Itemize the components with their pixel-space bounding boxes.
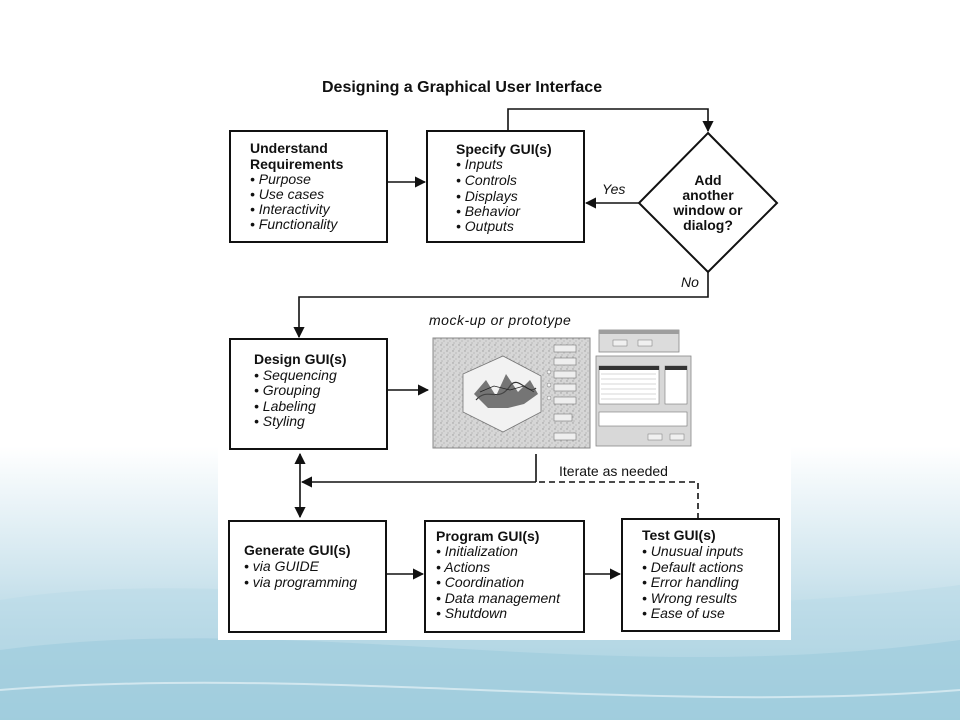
node-program-gui: Program GUI(s) • Initialization • Action… — [424, 520, 585, 633]
node-item: • Unusual inputs — [642, 543, 743, 559]
node-item: • via programming — [244, 574, 357, 590]
node-item: • Use cases — [250, 186, 324, 202]
node-item: • Sequencing — [254, 367, 337, 383]
mockup-radio-options — [546, 369, 552, 401]
arrow-decision-no — [293, 272, 709, 339]
node-item: • Wrong results — [642, 590, 737, 606]
node-item: • Functionality — [250, 216, 338, 232]
node-item: • Inputs — [456, 156, 503, 172]
mockup-side-buttons — [553, 344, 577, 441]
node-specify-gui: Specify GUI(s) • Inputs • Controls • Dis… — [426, 130, 585, 243]
node-title-line: Test GUI(s) — [642, 527, 716, 543]
node-item: • Controls — [456, 172, 517, 188]
node-item: • Behavior — [456, 203, 521, 219]
node-item: • Grouping — [254, 382, 321, 398]
decision-line: window or — [672, 202, 743, 218]
arrow-test-iterate-dashed — [536, 481, 699, 519]
mockup-plot-window — [432, 337, 591, 449]
node-item: • Labeling — [254, 398, 316, 414]
mockup-dialog-window — [595, 329, 692, 447]
node-design-gui: Design GUI(s) • Sequencing • Grouping • … — [229, 338, 388, 450]
connector-arrows — [293, 108, 714, 580]
decision-line: Add — [694, 172, 721, 188]
node-understand-requirements: Understand Requirements • Purpose • Use … — [229, 130, 388, 243]
mockup-surface-plot — [462, 355, 542, 433]
flowchart-figure: Designing a Graphical User Interface Und… — [218, 74, 791, 640]
edge-label-iterate: Iterate as needed — [559, 463, 668, 479]
arrow-specify-to-decision — [507, 108, 714, 133]
node-item: • Initialization — [436, 543, 518, 559]
node-generate-gui: Generate GUI(s) • via GUIDE • via progra… — [228, 520, 387, 633]
node-item: • via GUIDE — [244, 558, 320, 574]
node-item: • Data management — [436, 590, 561, 606]
node-item: • Actions — [436, 559, 490, 575]
edge-label-yes: Yes — [602, 181, 625, 197]
node-title-line: Generate GUI(s) — [244, 542, 351, 558]
node-item: • Ease of use — [642, 605, 725, 621]
node-test-gui: Test GUI(s) • Unusual inputs • Default a… — [621, 518, 780, 632]
node-title-line: Specify GUI(s) — [456, 141, 552, 157]
node-item: • Purpose — [250, 171, 311, 187]
node-item: • Coordination — [436, 574, 524, 590]
mockup-caption: mock-up or prototype — [429, 312, 571, 328]
node-item: • Styling — [254, 413, 305, 429]
node-title-line: Design GUI(s) — [254, 351, 347, 367]
node-item: • Interactivity — [250, 201, 331, 217]
node-item: • Outputs — [456, 218, 514, 234]
decision-line: another — [682, 187, 734, 203]
decision-line: dialog? — [683, 217, 733, 233]
node-decision-add-window: Add another window or dialog? — [637, 131, 779, 274]
node-item: • Displays — [456, 188, 518, 204]
diagram-title: Designing a Graphical User Interface — [322, 79, 602, 96]
node-title-line: Requirements — [250, 156, 344, 172]
node-title-line: Understand — [250, 140, 328, 156]
node-title-line: Program GUI(s) — [436, 528, 539, 544]
node-item: • Error handling — [642, 574, 739, 590]
edge-label-no: No — [681, 274, 699, 290]
node-item: • Shutdown — [436, 605, 507, 621]
node-item: • Default actions — [642, 559, 743, 575]
